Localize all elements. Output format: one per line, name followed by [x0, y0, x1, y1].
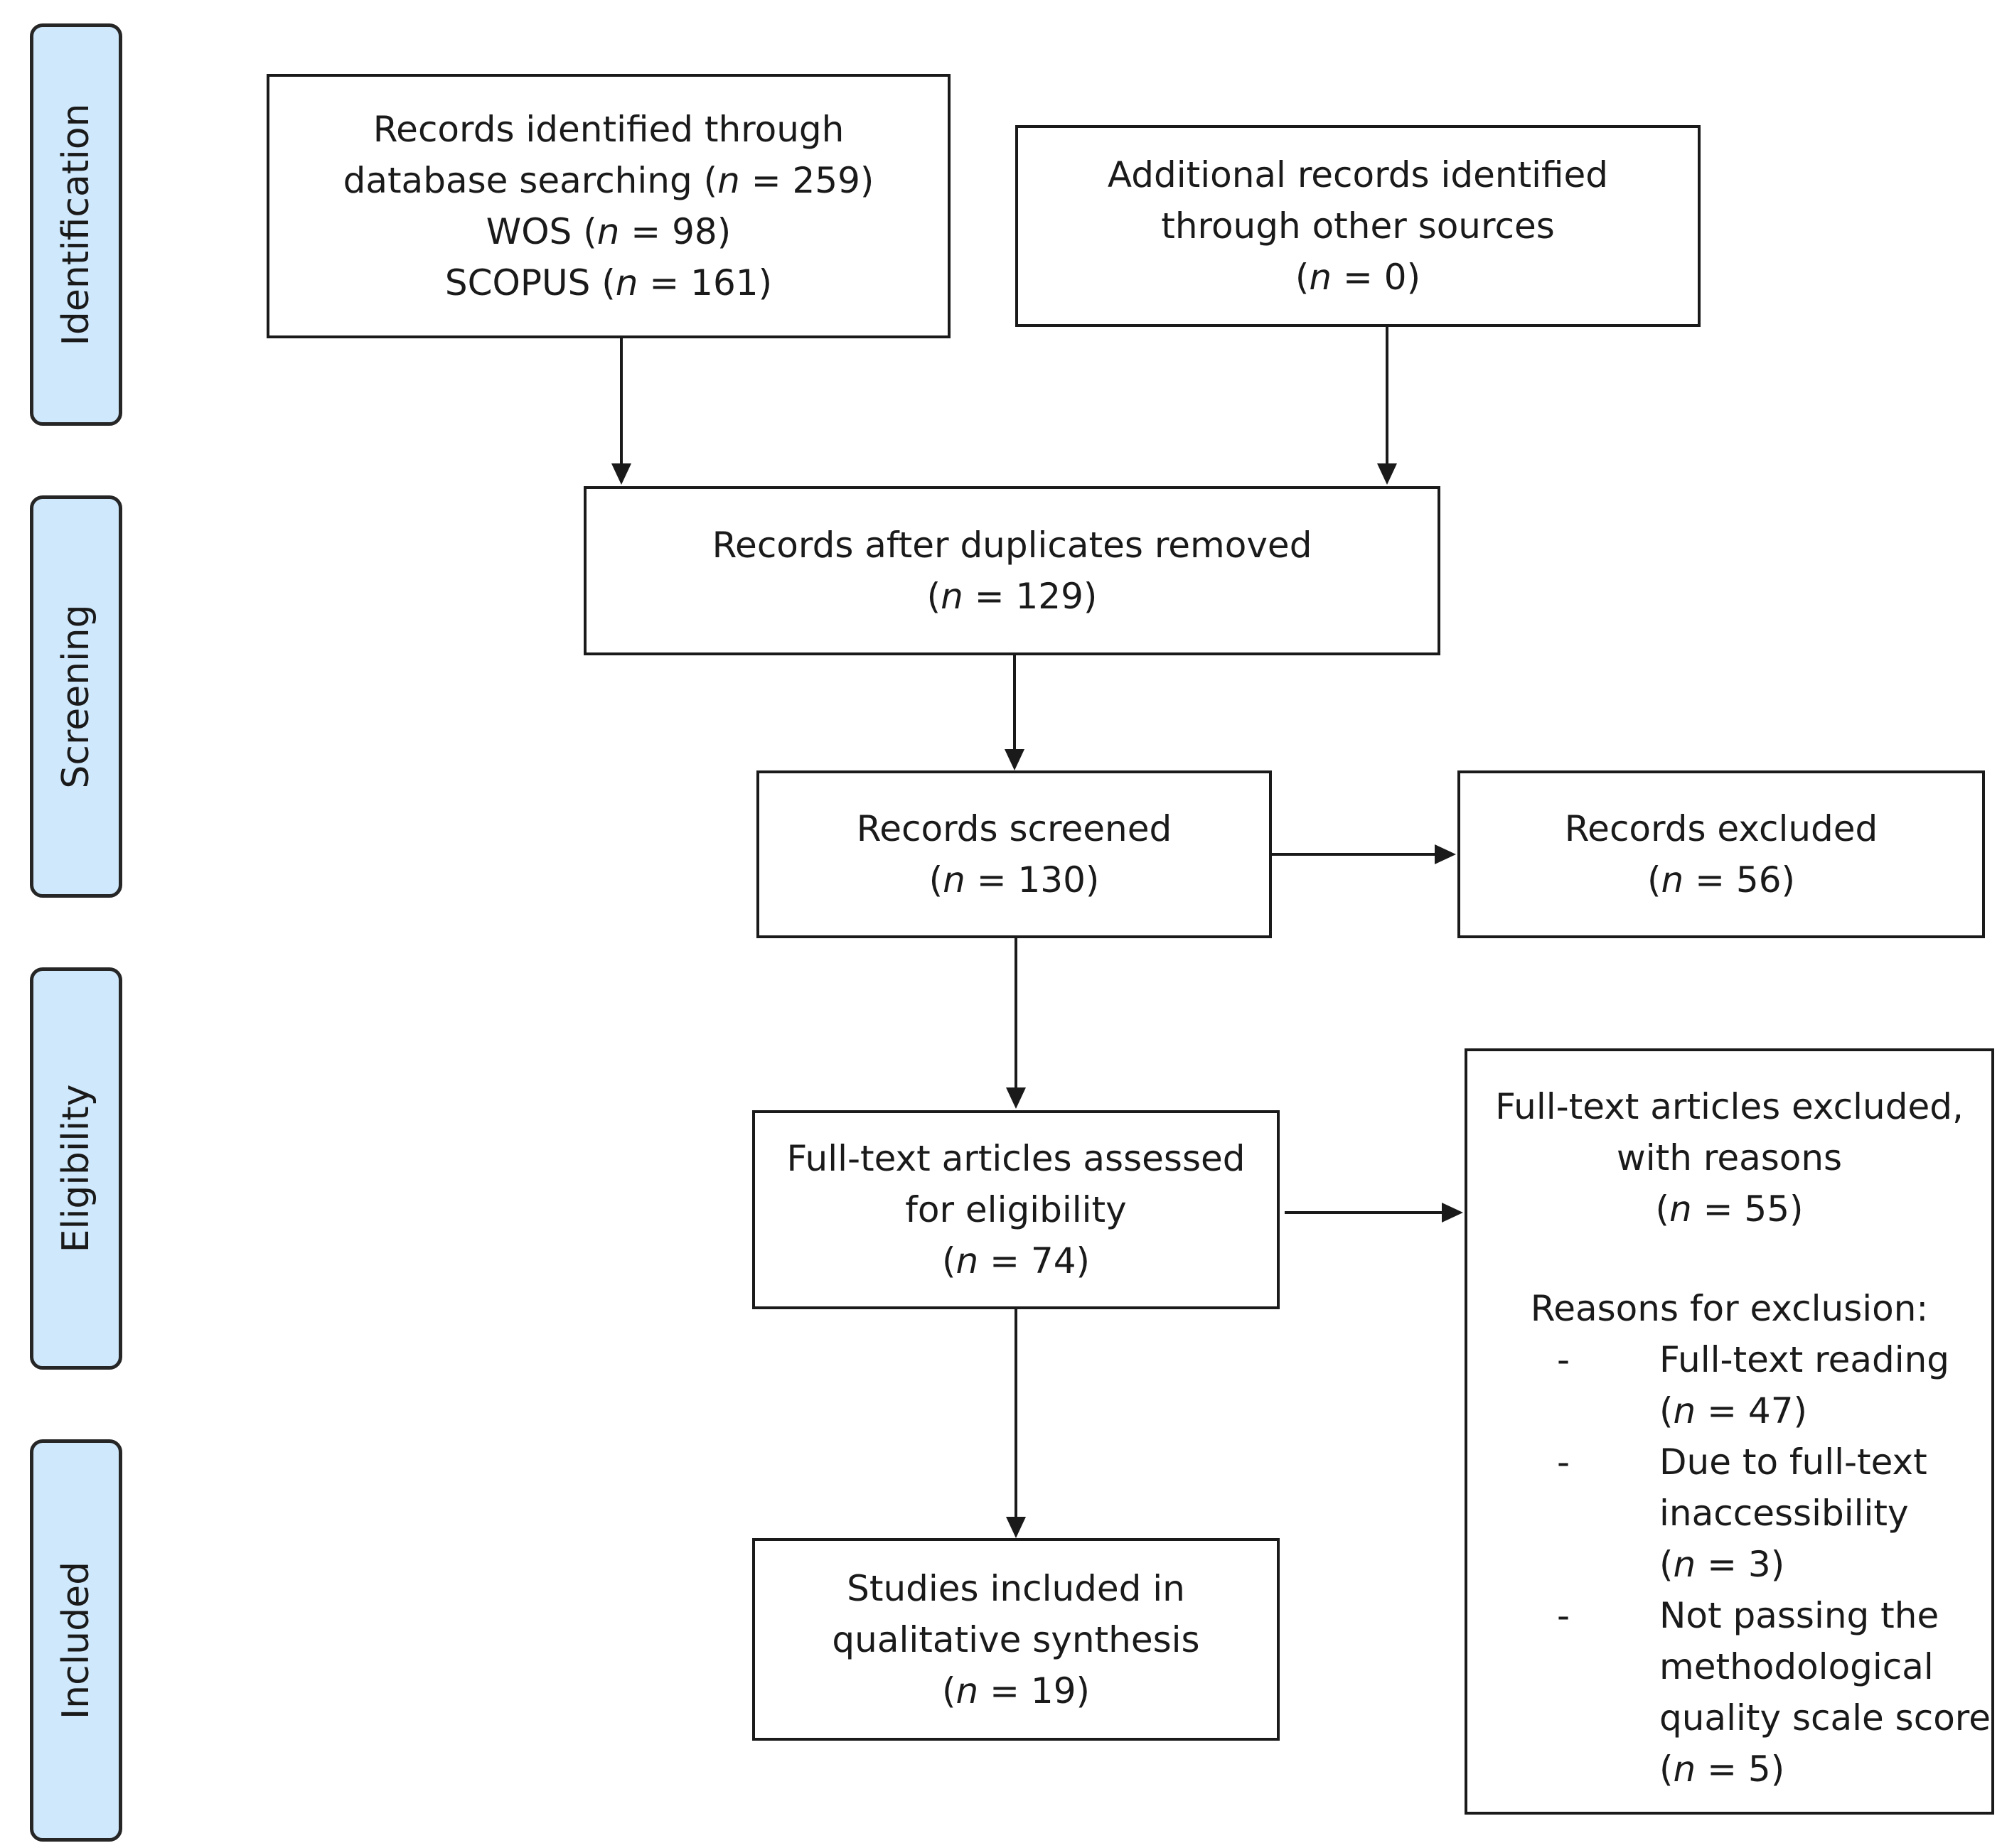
arrowhead-screened-to-fulltext — [1006, 1087, 1026, 1109]
box-line: Full-text articles excluded, — [1495, 1086, 1964, 1127]
box-database-searching: Records identified through database sear… — [267, 74, 951, 338]
box-line: (n = 55) — [1655, 1188, 1804, 1230]
reason-text: inaccessibility — [1659, 1493, 1909, 1534]
box-line: Records identified through — [373, 109, 845, 150]
reason-count: (n = 5) — [1659, 1748, 1785, 1790]
box-line: database searching (n = 259) — [343, 160, 874, 201]
box-line: for eligibility — [905, 1189, 1127, 1230]
stage-label: Screening — [55, 604, 97, 789]
stage-identification: Identification — [30, 23, 122, 426]
reason-text: Full-text reading — [1659, 1339, 1950, 1380]
box-line: SCOPUS (n = 161) — [444, 262, 773, 303]
arrowhead-database-to-duplicates — [611, 463, 631, 485]
reason-text: Due to full-text — [1659, 1441, 1927, 1483]
box-other-sources: Additional records identified through ot… — [1015, 125, 1701, 327]
box-line: through other sources — [1161, 205, 1555, 247]
box-fulltext-assessed: Full-text articles assessed for eligibil… — [752, 1110, 1280, 1309]
reason-bullet: - — [1556, 1595, 1570, 1636]
arrowhead-screened-to-excluded — [1435, 844, 1456, 864]
reason-item: - Not passing the methodological quality… — [1467, 1590, 1991, 1795]
box-line: (n = 56) — [1647, 859, 1796, 901]
box-line: Additional records identified — [1107, 154, 1609, 195]
reason-item: - Due to full-text inaccessibility (n = … — [1467, 1436, 1991, 1590]
box-line: Records after duplicates removed — [712, 525, 1312, 566]
stage-label: Identification — [55, 103, 97, 346]
reason-bullet: - — [1556, 1441, 1570, 1483]
arrowhead-fulltext-to-included — [1006, 1517, 1026, 1538]
arrowhead-other-to-duplicates — [1377, 463, 1397, 485]
stage-label: Included — [55, 1561, 97, 1720]
box-line: with reasons — [1616, 1137, 1843, 1178]
box-line: Studies included in — [847, 1567, 1185, 1609]
arrowhead-fulltext-to-excluded — [1442, 1203, 1463, 1223]
box-line: (n = 129) — [926, 576, 1098, 617]
reason-item: - Full-text reading (n = 47) — [1467, 1334, 1991, 1436]
reason-count: (n = 47) — [1659, 1390, 1808, 1431]
box-line: Records screened — [856, 808, 1172, 849]
box-line: (n = 74) — [941, 1240, 1091, 1282]
box-line: (n = 0) — [1295, 257, 1421, 298]
arrowhead-duplicates-to-screened — [1005, 749, 1024, 770]
box-line: qualitative synthesis — [832, 1618, 1200, 1660]
box-line: (n = 130) — [928, 859, 1100, 901]
reasons-title: Reasons for exclusion: — [1530, 1288, 1929, 1329]
box-line: (n = 19) — [941, 1670, 1091, 1712]
reason-text: quality scale score — [1659, 1697, 1991, 1739]
stage-eligibility: Eligibility — [30, 967, 122, 1370]
box-records-excluded: Records excluded (n = 56) — [1457, 770, 1985, 938]
box-records-screened: Records screened (n = 130) — [756, 770, 1272, 938]
stage-included: Included — [30, 1439, 122, 1842]
stage-label: Eligibility — [55, 1084, 97, 1253]
reason-count: (n = 3) — [1659, 1544, 1785, 1585]
box-line: Records excluded — [1564, 808, 1878, 849]
reason-text: Not passing the — [1659, 1595, 1939, 1636]
reason-bullet: - — [1556, 1339, 1570, 1380]
box-line: WOS (n = 98) — [486, 211, 732, 252]
reason-text: methodological — [1659, 1646, 1934, 1687]
box-studies-included: Studies included in qualitative synthesi… — [752, 1538, 1280, 1741]
box-line: Full-text articles assessed — [786, 1138, 1246, 1179]
stage-screening: Screening — [30, 495, 122, 898]
box-duplicates-removed: Records after duplicates removed (n = 12… — [584, 486, 1440, 655]
box-fulltext-excluded: Full-text articles excluded, with reason… — [1465, 1048, 1994, 1815]
